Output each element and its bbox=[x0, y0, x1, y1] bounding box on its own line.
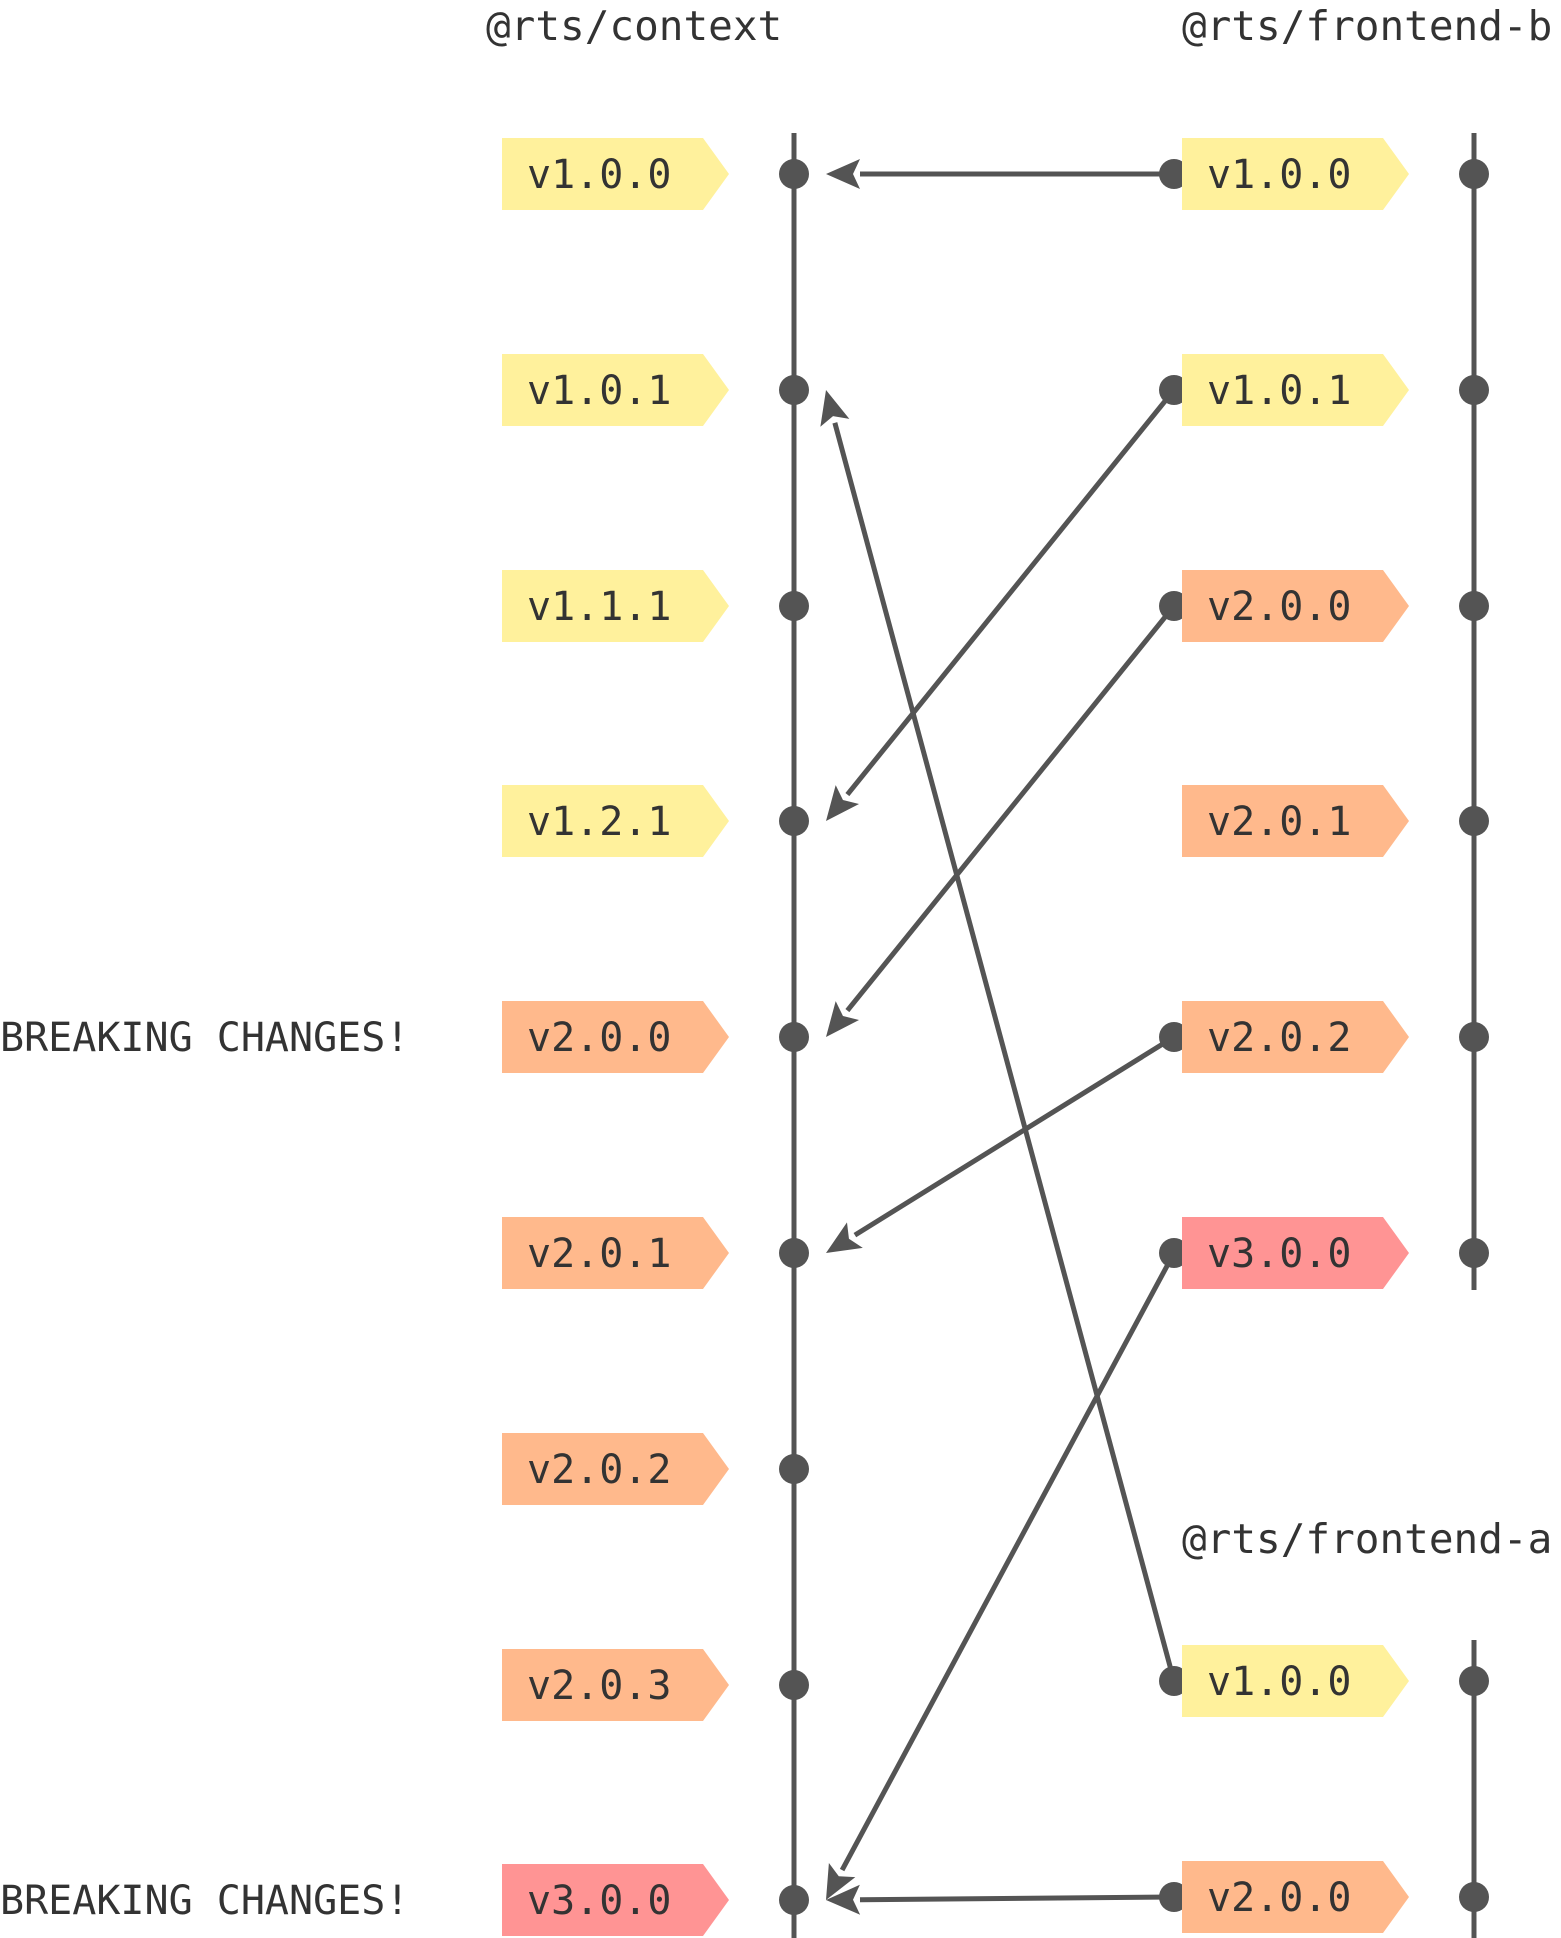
commit-dot-context-v2-0-1 bbox=[779, 1238, 809, 1268]
version-label-context-v1-0-1: v1.0.1 bbox=[527, 368, 672, 414]
version-label-context-v1-0-0: v1.0.0 bbox=[527, 152, 672, 198]
commit-dot-context-v2-0-3 bbox=[779, 1670, 809, 1700]
commit-dot-frontend-b-v1-0-0 bbox=[1459, 159, 1489, 189]
version-tag-frontend-b-v1-0-0 bbox=[1182, 138, 1409, 210]
dependency-arrow-frontend-a-v1-0-0-to-context-v1-0-1-head bbox=[820, 390, 850, 427]
dependency-arrow-frontend-b-v1-0-1-to-context-v1-2-1 bbox=[845, 388, 1176, 797]
dependency-arrow-frontend-b-v3-0-0-to-context-v3-0-0 bbox=[839, 1251, 1177, 1872]
version-tag-context-v2-0-0 bbox=[502, 1001, 729, 1073]
dependency-arrow-frontend-b-v1-0-1-to-context-v1-2-1-head bbox=[826, 785, 860, 821]
breaking-changes-note-v2-0-0: BREAKING CHANGES! bbox=[0, 1015, 409, 1061]
dependency-arrow-frontend-a-v1-0-0-to-context-v1-0-1 bbox=[832, 422, 1177, 1682]
package-title-context: @rts/context bbox=[486, 2, 782, 50]
commit-dot-context-v1-1-1 bbox=[779, 591, 809, 621]
dependency-arrow-frontend-b-v1-0-0-to-context-v1-0-0-head bbox=[826, 159, 860, 189]
version-label-frontend-b-v1-0-0: v1.0.0 bbox=[1207, 152, 1352, 198]
arrow-source-dot-frontend-a-v2-0-0 bbox=[1159, 1882, 1189, 1912]
version-tag-context-v3-0-0 bbox=[502, 1864, 729, 1936]
version-label-frontend-a-v2-0-0: v2.0.0 bbox=[1207, 1875, 1352, 1921]
version-tag-frontend-b-v2-0-0 bbox=[1182, 570, 1409, 642]
commit-dot-context-v1-0-0 bbox=[779, 159, 809, 189]
version-label-frontend-b-v1-0-1: v1.0.1 bbox=[1207, 368, 1352, 414]
version-tag-frontend-a-v1-0-0 bbox=[1182, 1645, 1409, 1717]
commit-dot-context-v2-0-2 bbox=[779, 1454, 809, 1484]
version-label-context-v3-0-0: v3.0.0 bbox=[527, 1878, 672, 1924]
version-tag-context-v2-0-2 bbox=[502, 1433, 729, 1505]
commit-dot-frontend-a-v1-0-0 bbox=[1459, 1666, 1489, 1696]
version-label-frontend-b-v2-0-0: v2.0.0 bbox=[1207, 584, 1352, 630]
arrow-source-dot-frontend-a-v1-0-0 bbox=[1159, 1666, 1189, 1696]
dependency-arrow-frontend-a-v2-0-0-to-context-v3-0-0 bbox=[859, 1894, 1175, 1903]
version-label-context-v2-0-2: v2.0.2 bbox=[527, 1447, 672, 1493]
dependency-arrows bbox=[820, 159, 1189, 1915]
arrow-source-dot-frontend-b-v1-0-0 bbox=[1159, 159, 1189, 189]
commit-dot-context-v1-0-1 bbox=[779, 375, 809, 405]
version-tag-context-v2-0-1 bbox=[502, 1217, 729, 1289]
version-tag-frontend-a-v2-0-0 bbox=[1182, 1861, 1409, 1933]
package-title-frontend-b: @rts/frontend-b bbox=[1182, 2, 1552, 50]
version-label-context-v1-2-1: v1.2.1 bbox=[527, 799, 672, 845]
dependency-arrow-frontend-b-v2-0-2-to-context-v2-0-1-head bbox=[826, 1222, 863, 1253]
dependency-arrow-frontend-b-v3-0-0-to-context-v3-0-0-head bbox=[826, 1862, 856, 1900]
arrow-source-dot-frontend-b-v3-0-0 bbox=[1159, 1238, 1189, 1268]
version-label-frontend-a-v1-0-0: v1.0.0 bbox=[1207, 1659, 1352, 1705]
version-tag-context-v2-0-3 bbox=[502, 1649, 729, 1721]
commit-dot-context-v3-0-0 bbox=[779, 1885, 809, 1915]
commit-dot-context-v1-2-1 bbox=[779, 806, 809, 836]
dependency-arrow-frontend-b-v2-0-0-to-context-v2-0-0-head bbox=[826, 1001, 860, 1037]
version-tag-frontend-b-v1-0-1 bbox=[1182, 354, 1409, 426]
package-title-frontend-a: @rts/frontend-a bbox=[1182, 1515, 1552, 1563]
commit-dot-frontend-b-v2-0-2 bbox=[1459, 1022, 1489, 1052]
commit-dot-context-v2-0-0 bbox=[779, 1022, 809, 1052]
version-label-frontend-b-v2-0-1: v2.0.1 bbox=[1207, 799, 1352, 845]
arrow-source-dot-frontend-b-v2-0-2 bbox=[1159, 1022, 1189, 1052]
arrow-source-dot-frontend-b-v2-0-0 bbox=[1159, 591, 1189, 621]
version-label-context-v2-0-0: v2.0.0 bbox=[527, 1015, 672, 1061]
commit-dot-frontend-b-v2-0-1 bbox=[1459, 806, 1489, 836]
breaking-changes-note-v3-0-0: BREAKING CHANGES! bbox=[0, 1878, 409, 1924]
version-label-context-v2-0-3: v2.0.3 bbox=[527, 1663, 672, 1709]
version-tag-context-v1-0-0 bbox=[502, 138, 729, 210]
commit-dot-frontend-a-v2-0-0 bbox=[1459, 1882, 1489, 1912]
commit-dot-frontend-b-v3-0-0 bbox=[1459, 1238, 1489, 1268]
dependency-arrow-frontend-a-v2-0-0-to-context-v3-0-0-head bbox=[826, 1884, 861, 1915]
version-label-frontend-b-v2-0-2: v2.0.2 bbox=[1207, 1015, 1352, 1061]
version-tag-frontend-b-v2-0-1 bbox=[1182, 785, 1409, 857]
version-tag-context-v1-0-1 bbox=[502, 354, 729, 426]
arrow-source-dot-frontend-b-v1-0-1 bbox=[1159, 375, 1189, 405]
version-tag-frontend-b-v2-0-2 bbox=[1182, 1001, 1409, 1073]
dependency-arrow-frontend-b-v2-0-0-to-context-v2-0-0 bbox=[845, 604, 1176, 1013]
dependency-arrow-frontend-b-v2-0-2-to-context-v2-0-1 bbox=[853, 1034, 1176, 1238]
commit-dot-frontend-b-v1-0-1 bbox=[1459, 375, 1489, 405]
version-tag-frontend-b-v3-0-0 bbox=[1182, 1217, 1409, 1289]
commit-dot-frontend-b-v2-0-0 bbox=[1459, 591, 1489, 621]
version-tag-context-v1-1-1 bbox=[502, 570, 729, 642]
version-label-context-v2-0-1: v2.0.1 bbox=[527, 1231, 672, 1277]
version-label-frontend-b-v3-0-0: v3.0.0 bbox=[1207, 1231, 1352, 1277]
version-tag-context-v1-2-1 bbox=[502, 785, 729, 857]
version-label-context-v1-1-1: v1.1.1 bbox=[527, 584, 672, 630]
